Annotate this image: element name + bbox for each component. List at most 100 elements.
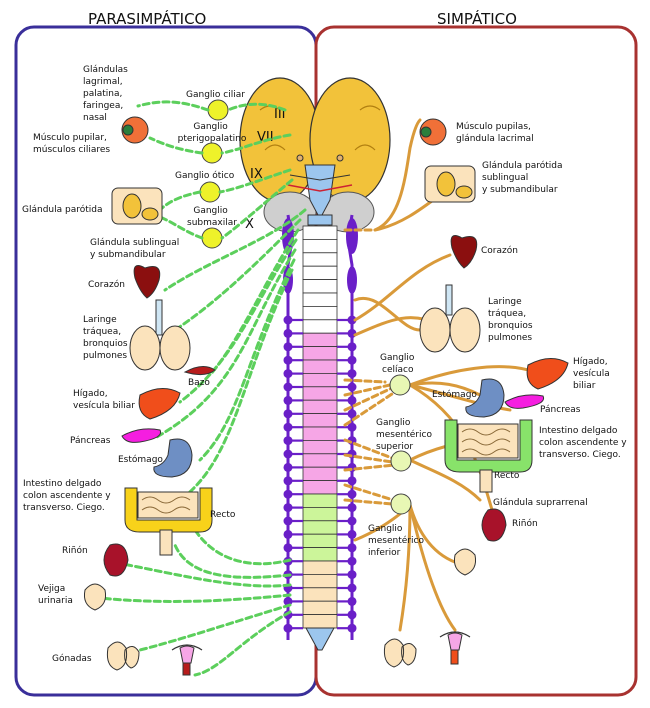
pterygopalatine-ganglion bbox=[201, 142, 223, 164]
lumbar-segment bbox=[302, 520, 338, 535]
label-glandula-sublingual: Glándula sublingual y submandibular bbox=[90, 238, 182, 260]
brainstem bbox=[307, 214, 333, 226]
label-recto: Recto bbox=[210, 510, 236, 520]
thoracic-segment bbox=[302, 466, 338, 482]
label-symp-parotida: Glándula parótida sublingual y submandib… bbox=[482, 160, 565, 195]
symp-stomach bbox=[465, 378, 505, 418]
thoracic-segment bbox=[302, 372, 338, 388]
spinal-cord bbox=[302, 214, 338, 651]
label-symp-pancreas: Páncreas bbox=[540, 405, 581, 415]
symp-pancreas bbox=[504, 394, 545, 409]
inferior-mesenteric-ganglion bbox=[390, 493, 412, 515]
thoracic-segment bbox=[302, 453, 338, 468]
sympathetic-header: SIMPÁTICO bbox=[437, 9, 517, 28]
symp-lungs bbox=[419, 284, 481, 353]
lumbar-segment bbox=[302, 506, 338, 522]
label-symp-suprarrenal: Glándula suprarrenal bbox=[493, 498, 588, 508]
thoracic-segment bbox=[302, 439, 338, 455]
cervical-ganglion bbox=[347, 266, 357, 294]
para-gonads-female bbox=[171, 644, 203, 676]
label-symp-musculo: Músculo pupilas, glándula lacrimal bbox=[456, 122, 534, 144]
label-bazo: Bazo bbox=[188, 378, 210, 388]
label-gonadas: Gónadas bbox=[52, 653, 92, 664]
label-ganglio-mes-inf: Ganglio mesentérico inferior bbox=[368, 524, 427, 558]
cervical-segment bbox=[302, 279, 338, 294]
cervical-segment bbox=[302, 238, 338, 254]
cervical-segment bbox=[302, 305, 338, 321]
label-symp-rinon: Riñón bbox=[512, 518, 538, 529]
para-kidney bbox=[103, 543, 129, 577]
para-lungs bbox=[129, 299, 191, 371]
sacral-segment bbox=[302, 560, 338, 575]
label-symp-recto: Recto bbox=[494, 471, 520, 481]
sympathetic-chains bbox=[282, 214, 358, 640]
symp-kidney bbox=[481, 508, 507, 542]
label-laringe: Laringe tráquea, bronquios pulmones bbox=[83, 315, 130, 361]
para-salivary-glands bbox=[111, 187, 163, 225]
symp-intestine bbox=[444, 419, 533, 493]
label-symp-estomago: Estómago bbox=[432, 389, 477, 400]
para-pancreas bbox=[121, 428, 162, 443]
cervical-segment bbox=[302, 292, 338, 307]
symp-salivary-glands bbox=[424, 165, 476, 203]
cranial-nerve-iii: III bbox=[274, 107, 286, 122]
lumbar-segment bbox=[302, 533, 338, 549]
brain bbox=[239, 77, 391, 233]
symp-bladder bbox=[454, 548, 476, 576]
cervical-segment bbox=[302, 319, 338, 334]
para-stomach bbox=[153, 438, 193, 478]
para-eye bbox=[121, 116, 149, 144]
label-vejiga: Vejiga urinaria bbox=[38, 584, 73, 606]
thoracic-segment bbox=[302, 480, 338, 495]
label-ganglio-mes-sup: Ganglio mesentérico superior bbox=[376, 418, 435, 452]
cervical-segment bbox=[302, 265, 338, 281]
lumbar-segment bbox=[302, 493, 338, 508]
label-corazon: Corazón bbox=[88, 279, 125, 290]
celiac-ganglion bbox=[389, 374, 411, 396]
thoracic-segment bbox=[302, 386, 338, 401]
parasympathetic-header: PARASIMPÁTICO bbox=[88, 9, 206, 28]
para-liver bbox=[138, 388, 181, 420]
lumbar-segment bbox=[302, 547, 338, 562]
superior-mesenteric-ganglion bbox=[390, 450, 412, 472]
thoracic-segment bbox=[302, 413, 338, 428]
label-symp-higado: Hígado, vesícula biliar bbox=[573, 357, 613, 391]
symp-eye bbox=[419, 118, 447, 146]
para-spleen bbox=[183, 366, 216, 376]
label-higado: Hígado, vesícula biliar bbox=[73, 389, 135, 411]
label-glandulas: Glándulas lagrimal, palatina, faringea, … bbox=[83, 65, 131, 123]
label-symp-intestino: Intestino delgado colon ascendente y tra… bbox=[539, 426, 630, 460]
label-ganglio-pterigopalatino: Ganglio pterigopalatino bbox=[178, 122, 247, 144]
symp-liver bbox=[526, 358, 569, 390]
sacral-segment bbox=[302, 574, 338, 589]
thoracic-segment bbox=[302, 359, 338, 374]
cranial-nerve-ix: IX bbox=[250, 167, 263, 182]
para-bladder bbox=[84, 583, 106, 611]
thoracic-segment bbox=[302, 332, 338, 348]
thoracic-segment bbox=[302, 399, 338, 415]
label-ganglio-submaxilar: Ganglio submaxilar bbox=[187, 206, 237, 228]
parasympathetic-pathways bbox=[98, 100, 307, 677]
sympathetic-pathways bbox=[343, 118, 537, 632]
label-intestino: Intestino delgado colon ascendente y tra… bbox=[23, 479, 114, 513]
symp-gonads-female bbox=[439, 631, 471, 665]
thoracic-segment bbox=[302, 426, 338, 441]
para-heart bbox=[133, 265, 161, 299]
label-ganglio-celiaco: Ganglio celíaco bbox=[380, 353, 417, 375]
symp-gonads-male bbox=[383, 638, 417, 668]
label-symp-corazon: Corazón bbox=[481, 245, 518, 256]
label-ganglio-otico: Ganglio ótico bbox=[175, 170, 235, 181]
label-symp-laringe: Laringe tráquea, bronquios pulmones bbox=[488, 297, 535, 343]
para-gonads-male bbox=[106, 641, 140, 671]
ciliary-ganglion bbox=[207, 99, 229, 121]
sacral-segment bbox=[302, 587, 338, 602]
coccyx bbox=[305, 627, 335, 651]
label-musculo-pupilar: Músculo pupilar, músculos ciliares bbox=[33, 133, 110, 155]
label-ganglio-ciliar: Ganglio ciliar bbox=[186, 90, 245, 100]
label-glandula-parotida: Glándula parótida bbox=[22, 204, 102, 215]
symp-heart bbox=[450, 235, 478, 269]
submaxillary-ganglion bbox=[201, 227, 223, 249]
label-pancreas: Páncreas bbox=[70, 436, 111, 446]
